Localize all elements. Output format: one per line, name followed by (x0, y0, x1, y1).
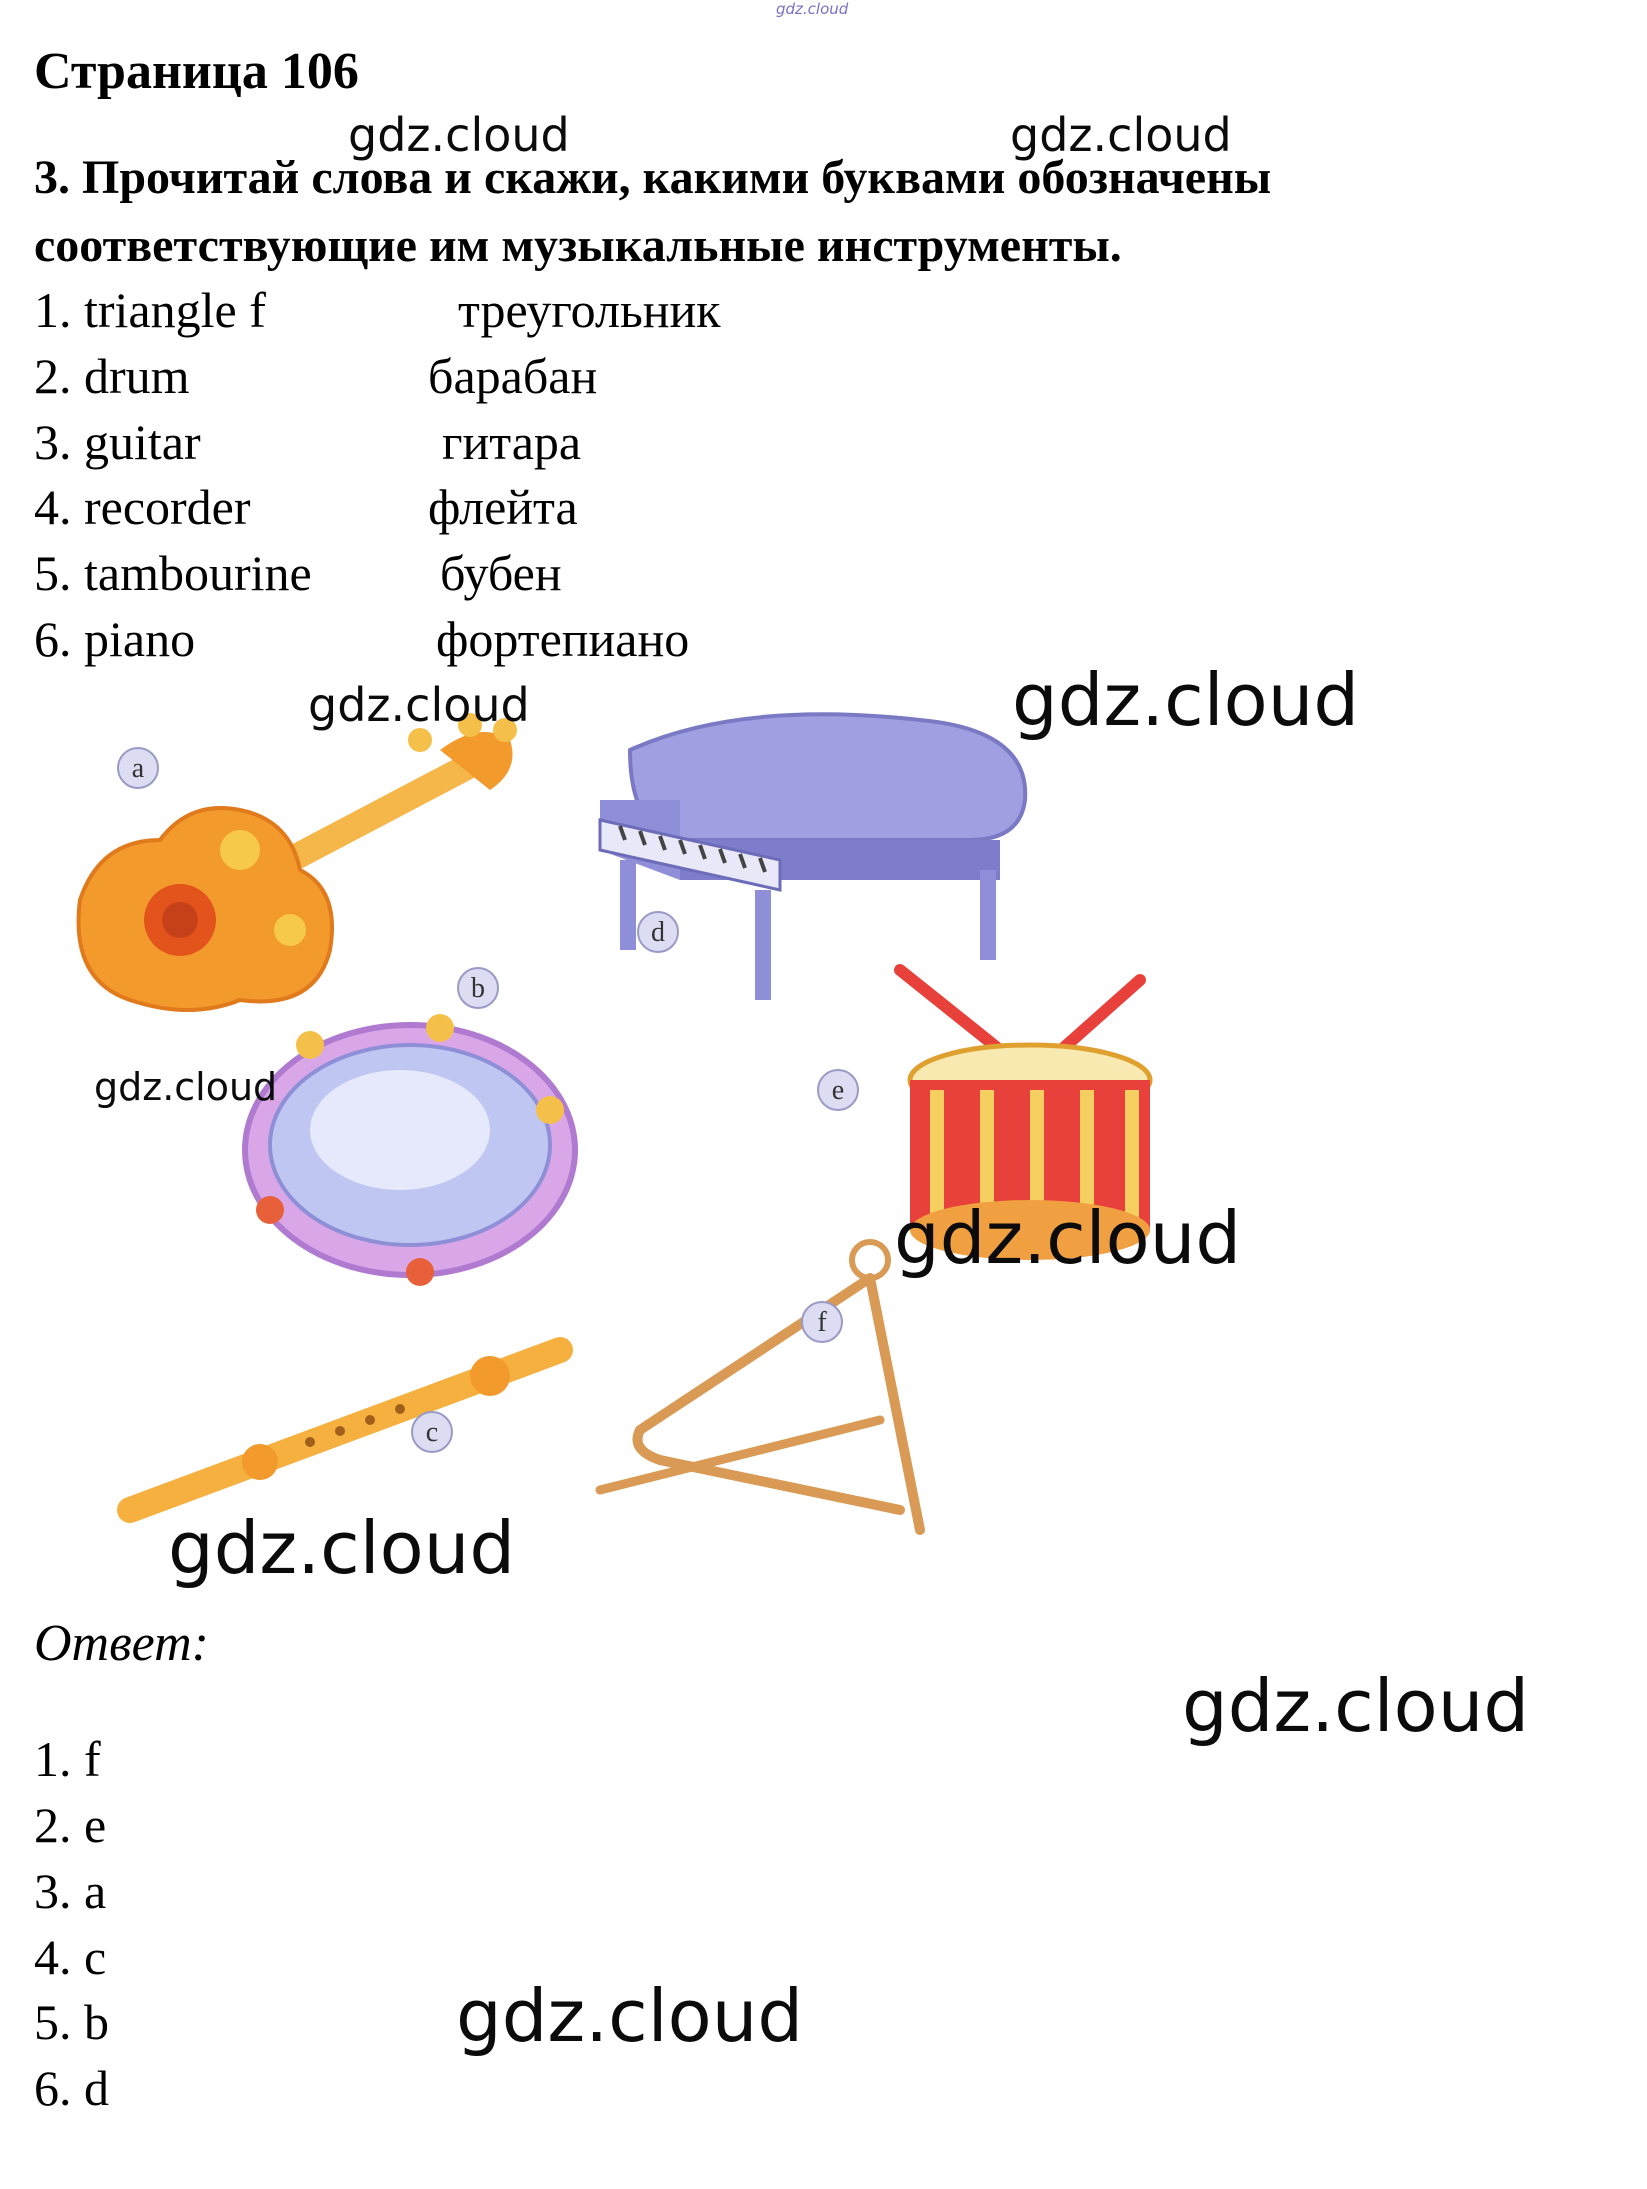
answer-4: 4. c (34, 1929, 107, 1985)
picture-label-d: d (651, 917, 665, 948)
recorder-picture (117, 1337, 573, 1523)
label-badge-f (801, 1301, 843, 1343)
watermark: gdz.cloud (348, 108, 570, 162)
picture-label-c: c (426, 1417, 438, 1448)
watermark: gdz.cloud (308, 678, 530, 732)
answer-5: 5. b (34, 1994, 109, 2050)
watermark: gdz.cloud (1182, 1664, 1530, 1748)
word-ru-6: фортепиано (436, 611, 690, 667)
picture-label-b: b (471, 973, 485, 1004)
page-title: Страница 106 (34, 43, 359, 100)
word-en-1: 1. triangle f (34, 282, 266, 338)
label-badge-c (411, 1411, 453, 1453)
watermark: gdz.cloud (1010, 108, 1232, 162)
word-ru-2: барабан (428, 348, 598, 404)
watermark: gdz.cloud (168, 1506, 516, 1590)
word-en-4: 4. recorder (34, 479, 251, 535)
answer-3: 3. a (34, 1863, 107, 1919)
watermark-small: gdz.cloud (776, 0, 849, 18)
word-en-3: 3. guitar (34, 414, 201, 470)
piano-picture (598, 712, 1028, 1000)
answer-1: 1. f (34, 1731, 101, 1787)
answer-6: 6. d (34, 2060, 109, 2116)
drum-picture (894, 964, 1153, 1260)
label-badge-b (457, 967, 499, 1009)
triangle-picture (595, 1239, 925, 1535)
word-ru-5: бубен (440, 545, 562, 601)
label-badge-d (637, 911, 679, 953)
watermark: gdz.cloud (94, 1065, 278, 1109)
watermark: gdz.cloud (894, 1196, 1242, 1280)
answer-2: 2. e (34, 1797, 107, 1853)
label-badge-a (117, 747, 159, 789)
watermark: gdz.cloud (456, 1974, 804, 2058)
picture-label-e: e (832, 1075, 844, 1106)
task-line-1: 3. Прочитай слова и скажи, какими буквам… (34, 151, 1272, 204)
word-en-5: 5. tambourine (34, 545, 312, 601)
answer-label: Ответ: (34, 1615, 209, 1672)
guitar-picture (76, 713, 517, 1012)
task-line-2: соответствующие им музыкальные инструмен… (34, 219, 1122, 272)
picture-label-f: f (817, 1307, 827, 1338)
word-ru-3: гитара (442, 414, 582, 470)
tambourine-picture (242, 1014, 578, 1286)
word-ru-4: флейта (428, 479, 578, 535)
word-en-6: 6. piano (34, 611, 196, 667)
instruments-illustration: a d b (76, 712, 1153, 1535)
watermark: gdz.cloud (1012, 658, 1360, 742)
word-en-2: 2. drum (34, 348, 190, 404)
label-badge-e (817, 1069, 859, 1111)
word-ru-1: треугольник (458, 282, 721, 338)
picture-label-a: a (132, 753, 145, 784)
